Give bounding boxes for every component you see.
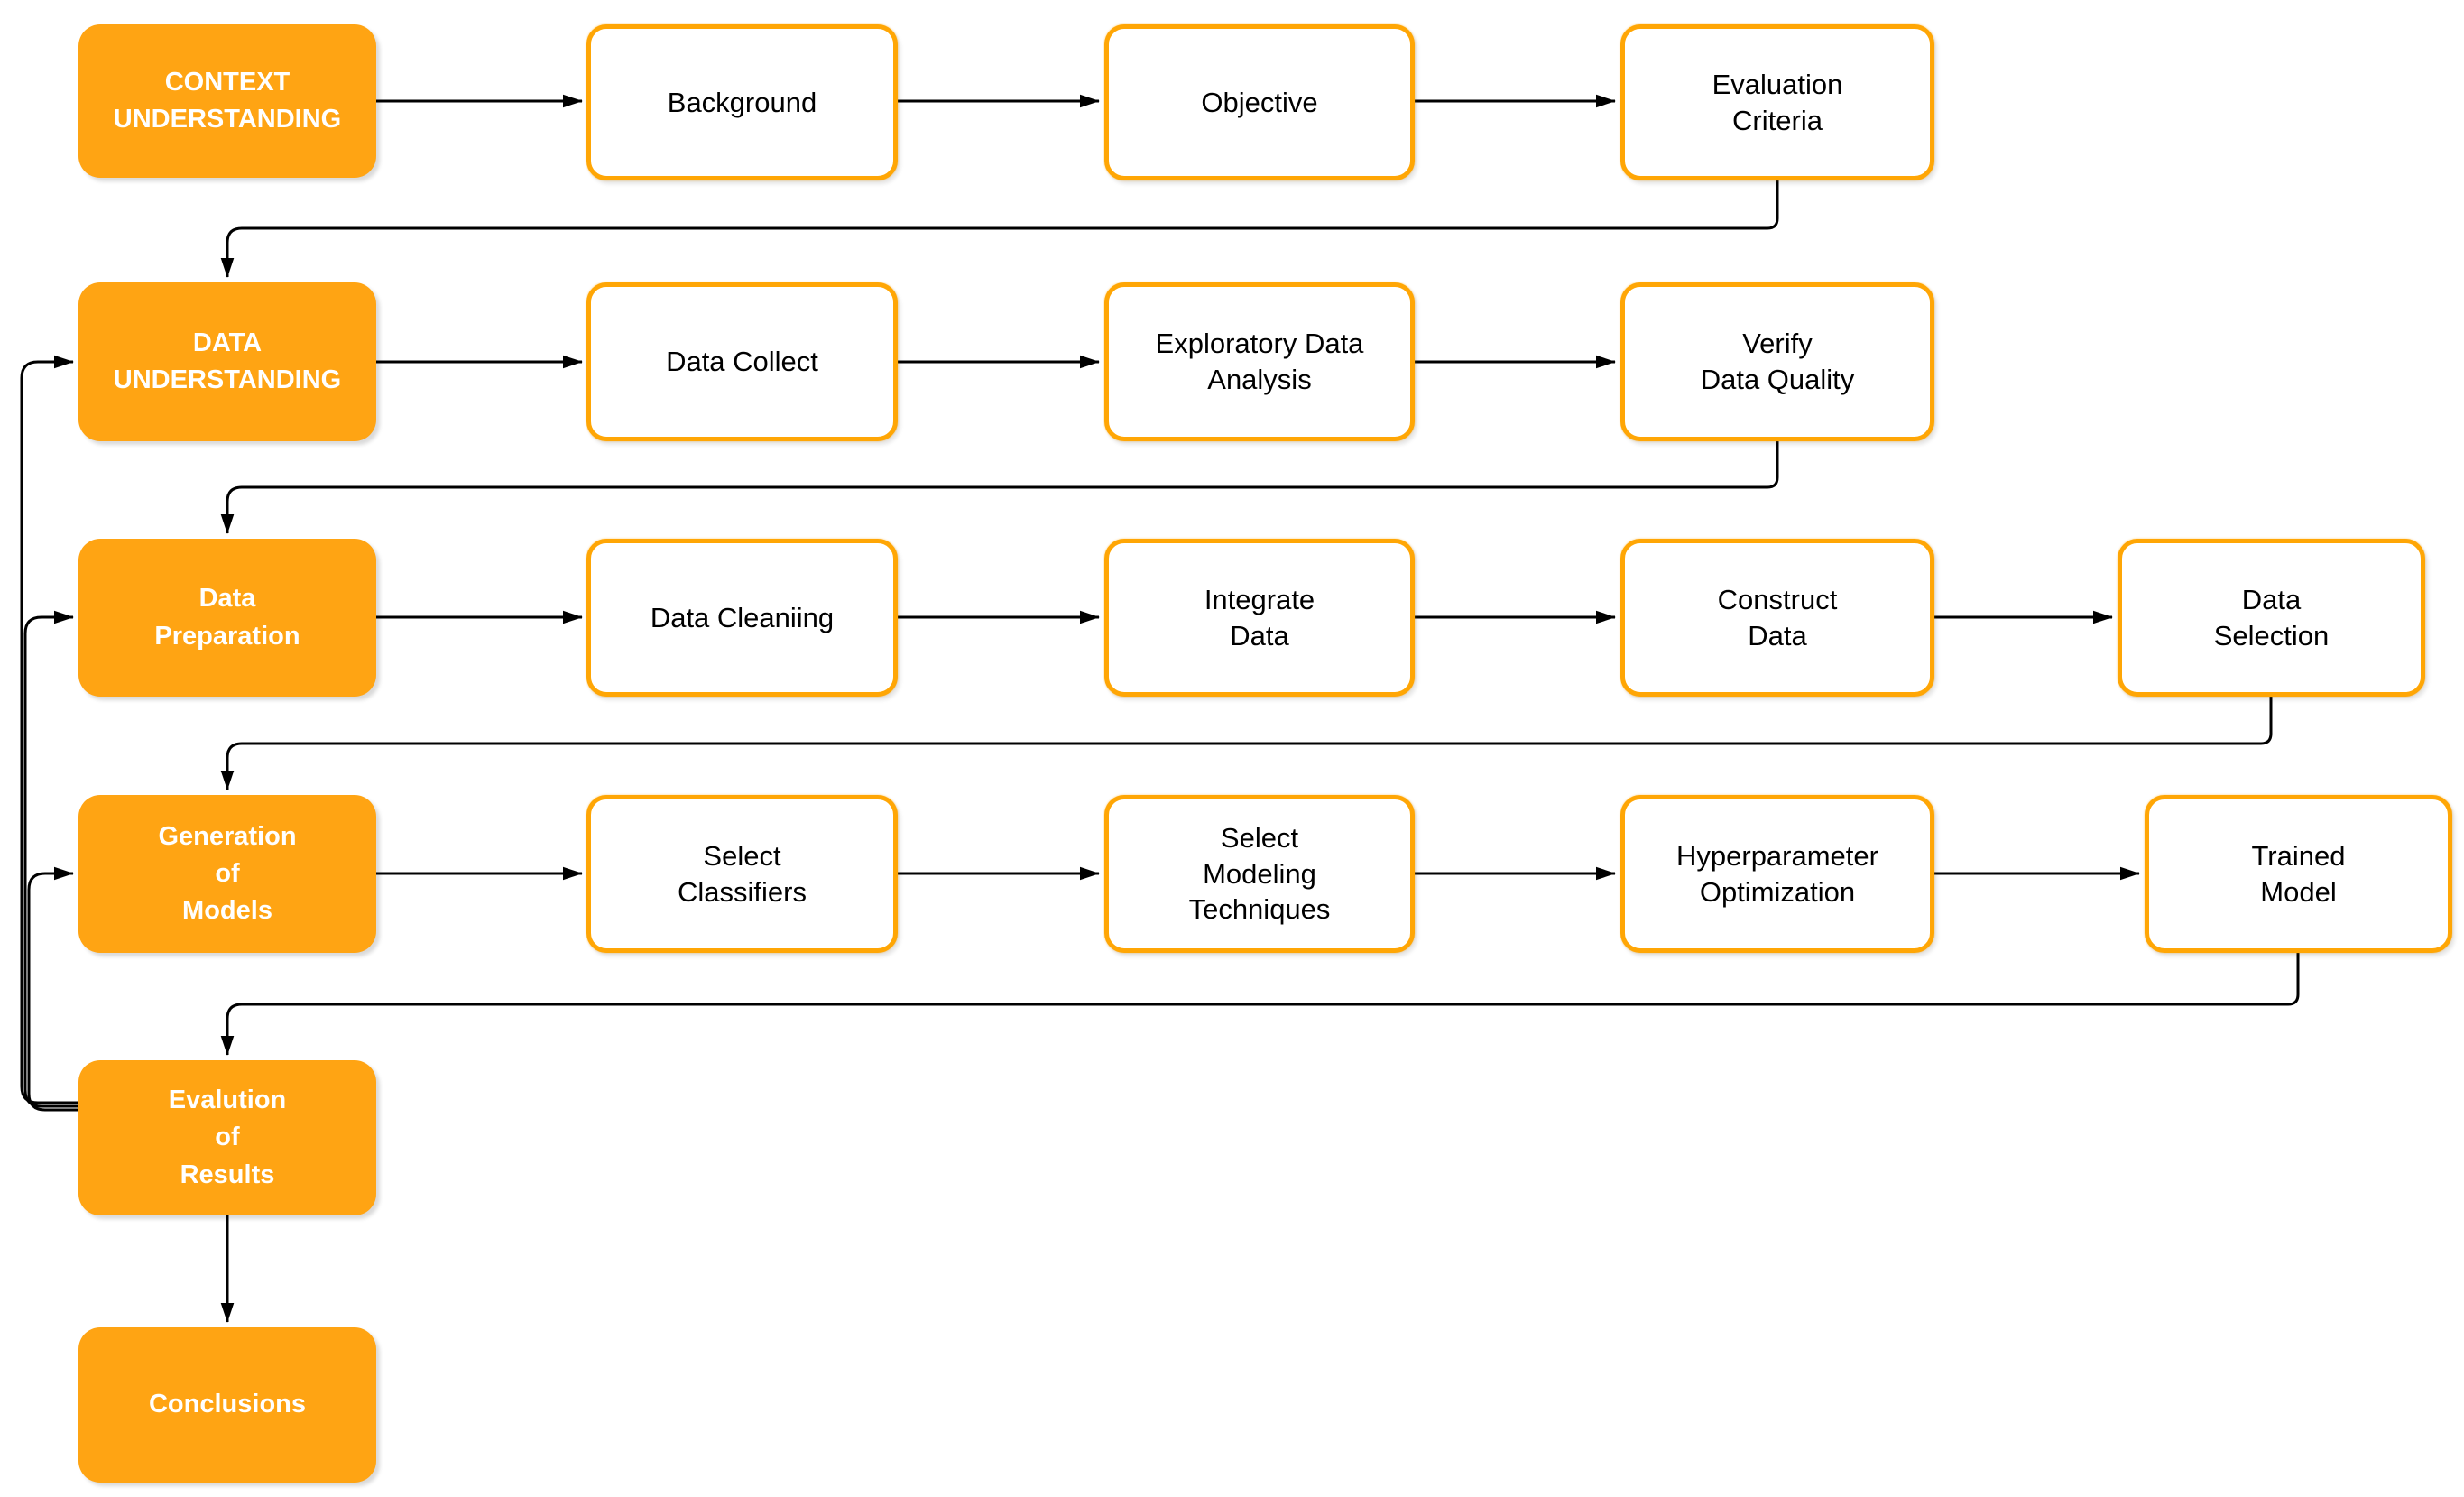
stage-context-understanding: CONTEXT UNDERSTANDING <box>78 24 376 178</box>
stage-generation-of-models: Generation of Models <box>78 795 376 953</box>
edge-data-selection-to-generation-of-models <box>220 697 2273 790</box>
step-hyperparameter-optimization: Hyperparameter Optimization <box>1620 795 1934 953</box>
edge-trained-model-to-evalution-of-results <box>220 953 2300 1056</box>
step-trained-model: Trained Model <box>2145 795 2452 953</box>
step-data-collect: Data Collect <box>586 282 898 441</box>
edge-evalution-feedback-to-generation-of-models <box>27 866 78 1112</box>
step-exploratory-data-analysis: Exploratory Data Analysis <box>1104 282 1415 441</box>
step-select-modeling-techniques: Select Modeling Techniques <box>1104 795 1415 953</box>
edge-evaluation-criteria-to-data-understanding <box>220 180 1779 278</box>
step-objective: Objective <box>1104 24 1415 180</box>
stage-conclusions: Conclusions <box>78 1327 376 1483</box>
step-evaluation-criteria: Evaluation Criteria <box>1620 24 1934 180</box>
step-integrate-data: Integrate Data <box>1104 539 1415 697</box>
edge-evalution-feedback-to-data-preparation <box>23 610 78 1108</box>
edge-verify-data-quality-to-data-preparation <box>220 441 1779 534</box>
step-background: Background <box>586 24 898 180</box>
step-construct-data: Construct Data <box>1620 539 1934 697</box>
step-select-classifiers: Select Classifiers <box>586 795 898 953</box>
stage-data-preparation: Data Preparation <box>78 539 376 697</box>
step-verify-data-quality: Verify Data Quality <box>1620 282 1934 441</box>
step-data-selection: Data Selection <box>2118 539 2425 697</box>
stage-evalution-of-results: Evalution of Results <box>78 1060 376 1215</box>
edge-evalution-feedback-to-data-understanding <box>20 355 78 1104</box>
step-data-cleaniing: Data Cleaniing <box>586 539 898 697</box>
stage-data-understanding: DATA UNDERSTANDING <box>78 282 376 441</box>
